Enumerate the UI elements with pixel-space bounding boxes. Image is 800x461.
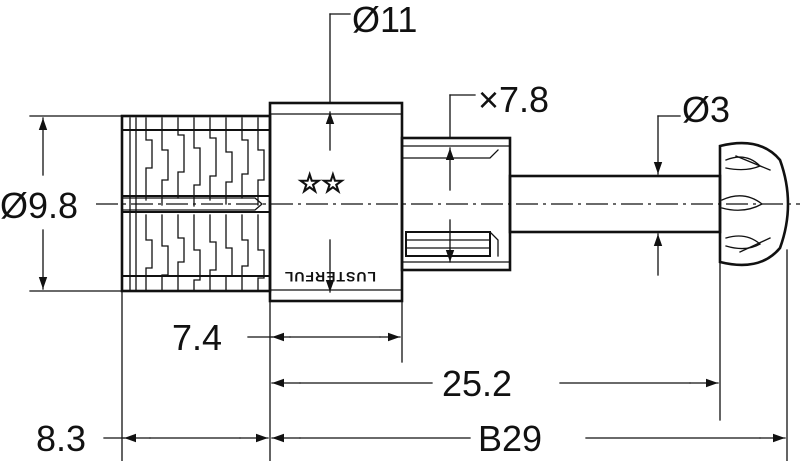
dim-head-diameter: Ø11 [325,0,417,293]
collar-diameter-label: ×7.8 [478,79,549,120]
bolt-head: ☆☆ LUSTERFUL [268,101,404,303]
pin-diameter-label: Ø3 [682,89,730,130]
collar [400,136,512,272]
thread-diameter-label: Ø9.8 [0,185,78,226]
dim-head-length: 7.4 [172,317,401,358]
extension-lines [121,249,788,461]
dim-thread-length: 8.3 [36,418,269,459]
dim-collar-diameter: ×7.8 [445,79,549,263]
dim-total-length: B29 [271,418,786,459]
threaded-insert [120,114,272,293]
head-diameter-label: Ø11 [352,0,417,40]
dim-thread-diameter: Ø9.8 [0,115,123,292]
head-length-label: 7.4 [172,317,222,358]
star-marks: ☆☆ [298,169,345,199]
dim-body-to-tip: 25.2 [271,363,719,404]
dim-pin-diameter: Ø3 [653,89,730,276]
total-length-label: B29 [478,418,542,459]
thread-length-label: 8.3 [36,418,86,459]
body-to-tip-label: 25.2 [442,363,512,404]
